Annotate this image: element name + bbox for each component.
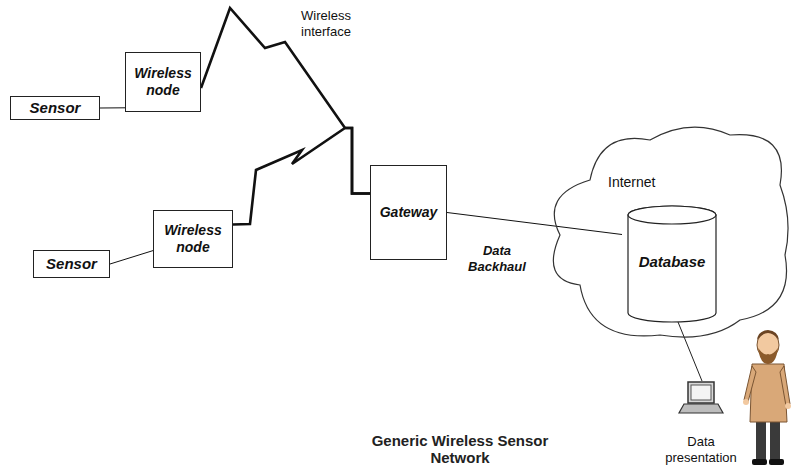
node-label: Database: [622, 253, 722, 271]
wireless-node-box: Wireless node: [125, 52, 201, 112]
sensor-wire: [110, 251, 153, 264]
wireless-link: [201, 8, 370, 194]
node-label: Sensor: [46, 255, 97, 273]
backhaul-line: [447, 213, 622, 235]
sensor-wire: [100, 107, 125, 108]
edge-label: Data Backhaul: [460, 243, 534, 274]
wireless-link: [233, 128, 370, 225]
node-label: Sensor: [30, 99, 81, 117]
gateway-box: Gateway: [370, 165, 447, 260]
node-label: Gateway: [380, 204, 438, 221]
node-label: Wireless node: [131, 65, 195, 99]
laptop-icon: [679, 382, 723, 413]
sensor-box: Sensor: [10, 96, 100, 120]
node-label: Wireless node: [161, 222, 225, 256]
annotation: Wireless interface: [294, 8, 358, 39]
node-label: Internet: [608, 174, 655, 191]
database-cylinder: Database: [622, 205, 722, 323]
diagram-title: Generic Wireless Sensor Network: [355, 432, 565, 466]
annotation: Data presentation: [662, 434, 740, 465]
leader-line: [678, 322, 702, 381]
person-figure: [743, 330, 791, 465]
wireless-node-box: Wireless node: [153, 210, 233, 268]
sensor-box: Sensor: [33, 250, 110, 278]
internet-cloud: InternetDatabase: [540, 115, 792, 345]
